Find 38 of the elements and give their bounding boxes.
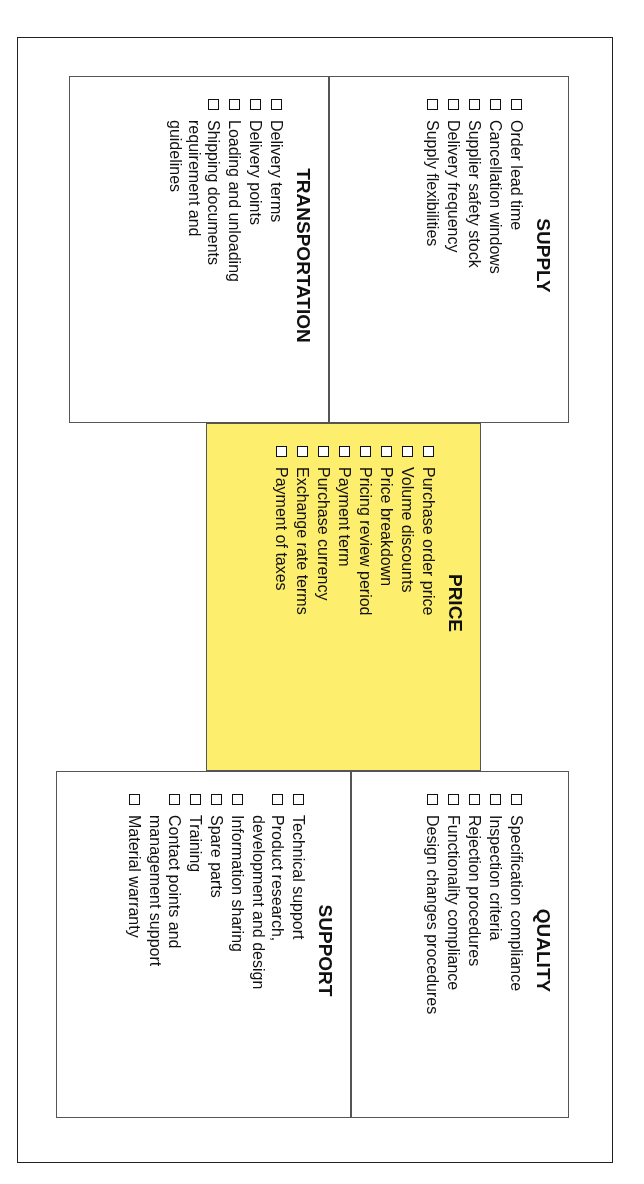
checklist-item: Payment term bbox=[335, 467, 354, 567]
checklist-item: Volume discounts bbox=[398, 467, 417, 593]
checklist-item: Shipping documents requirement and guidelines bbox=[166, 120, 223, 267]
checklist-item: Delivery frequency bbox=[444, 120, 463, 253]
checklist-item: Supplier safety stock bbox=[465, 120, 484, 268]
box-heading: PRICE bbox=[444, 572, 466, 635]
checklist-item: Spare parts bbox=[207, 815, 226, 898]
checklist-item: Delivery terms bbox=[267, 120, 286, 223]
checklist-item: Order lead time bbox=[507, 120, 526, 231]
checklist-box bbox=[69, 76, 329, 423]
checklist-item: Functionality compliance bbox=[444, 815, 463, 991]
checklist-item: Cancellation windows bbox=[486, 120, 505, 274]
checklist-item: Information sharing bbox=[228, 815, 247, 952]
checklist-item: Purchase order price bbox=[419, 467, 438, 616]
checklist-item: Technical support bbox=[289, 815, 308, 940]
box-heading: SUPPLY bbox=[532, 217, 554, 295]
checklist-box bbox=[329, 76, 569, 423]
checklist-item: Inspection criteria bbox=[486, 815, 505, 941]
checklist-box bbox=[206, 423, 481, 771]
checklist-box bbox=[56, 771, 351, 1118]
checklist-item: Purchase currency bbox=[314, 467, 333, 601]
checklist-item: Exchange rate terms bbox=[293, 467, 312, 615]
checklist-item: Price breakdown bbox=[377, 467, 396, 587]
box-heading: TRANSPORTATION bbox=[292, 167, 314, 345]
checklist-item: Contact points and management support bbox=[146, 815, 184, 969]
checklist-item: Loading and unloading bbox=[225, 120, 244, 282]
checklist-item: Payment of taxes bbox=[272, 467, 291, 591]
checklist-item: Training bbox=[186, 815, 205, 873]
box-heading: SUPPORT bbox=[314, 903, 336, 999]
checklist-item: Delivery points bbox=[246, 120, 265, 225]
checklist-item: Supply flexibilities bbox=[423, 120, 442, 247]
checklist-item: Specification compliance bbox=[507, 815, 526, 992]
checklist-item: Pricing review period bbox=[356, 467, 375, 616]
checklist-item: Design changes procedures bbox=[423, 815, 442, 1015]
checklist-item: Rejection procedures bbox=[465, 815, 484, 967]
checklist-box bbox=[351, 771, 569, 1118]
checklist-item: Material warranty bbox=[125, 815, 144, 938]
box-heading: QUALITY bbox=[532, 907, 554, 995]
